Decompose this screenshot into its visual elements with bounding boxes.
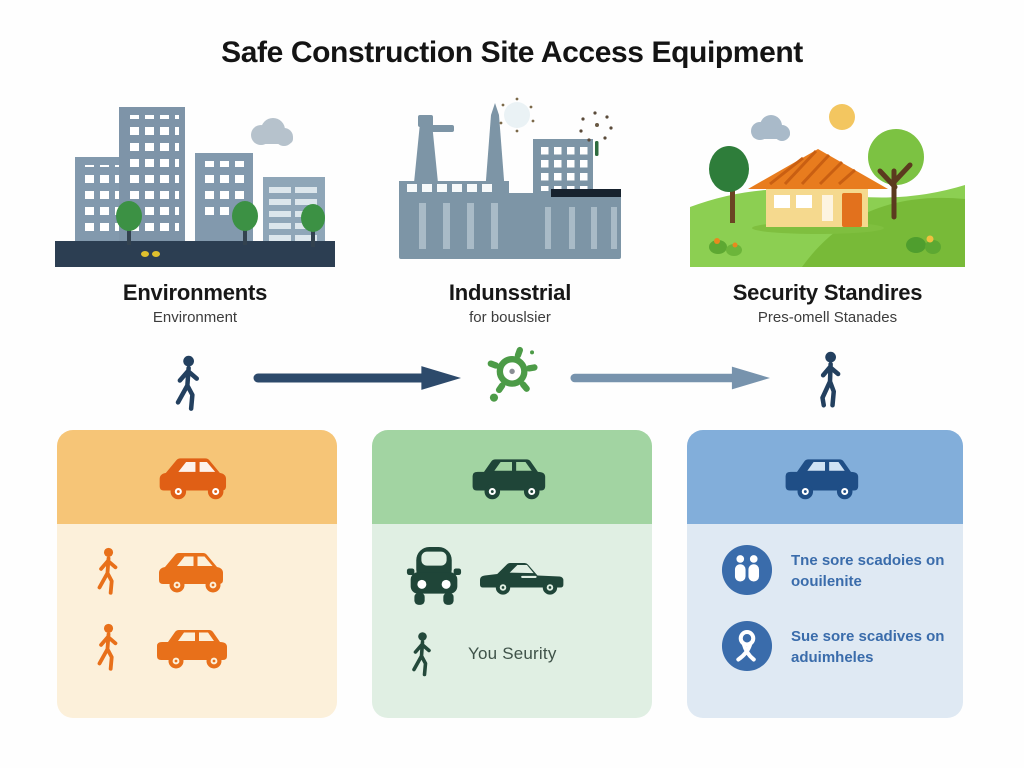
gear-icon (487, 346, 538, 402)
tree-icon (116, 201, 142, 245)
security-note-row: Tne sore scadoies on oouilenite (721, 544, 963, 596)
panel-environments (57, 430, 337, 718)
panel-security-header (687, 430, 963, 524)
tree-icon (301, 204, 325, 247)
panel-industrial-body: You Seurity (372, 524, 652, 718)
house-icon (748, 149, 888, 234)
car-side-icon (785, 459, 859, 500)
crane-arm (431, 125, 454, 132)
panel-industrial-header (372, 430, 652, 524)
panel-security-body: Tne sore scadoies on oouilenite Sue sore… (687, 524, 963, 718)
column-title: Indunsstrial (448, 280, 572, 305)
column-label-environments: Environments Environment (55, 280, 335, 326)
column-subtitle: Environment (152, 309, 238, 326)
column-label-industrial: Indunsstrial for bouslsier (385, 280, 635, 326)
city-skyline-illustration (55, 95, 335, 267)
security-person-row: You Seurity (406, 628, 652, 680)
arrow-right-icon (253, 366, 461, 390)
pedestrian-car-row (91, 544, 337, 598)
column-title: Environments (122, 280, 268, 305)
arrow-right-icon (570, 366, 770, 390)
sun-icon (829, 104, 855, 130)
security-note-row: Sue sore scadives on aduimheles (721, 620, 963, 672)
rural-scene-svg (690, 104, 965, 267)
ribbon-badge-icon (721, 620, 773, 672)
dandelion-icon (579, 111, 613, 156)
column-subtitle: Pres-omell Stanades (757, 309, 898, 326)
car-side-icon (472, 459, 546, 500)
tree-icon (868, 129, 924, 220)
cloud-icon (751, 115, 790, 141)
column-title: Security Standires (732, 280, 923, 305)
security-note-text: Sue sore scadives on aduimheles (791, 628, 945, 666)
tree-icon (232, 201, 258, 245)
door (842, 193, 862, 227)
pedestrian-van-row (91, 620, 337, 674)
countryside-house-illustration (690, 95, 965, 267)
two-people-badge-icon (721, 544, 773, 596)
tree-icon (709, 146, 749, 223)
walking-person-icon (97, 623, 118, 671)
car-side-icon (159, 458, 227, 500)
cloud-icon (251, 118, 293, 146)
panel-environments-header (57, 430, 337, 524)
security-caption: You Seurity (468, 644, 557, 663)
car-side-icon (159, 553, 223, 593)
column-label-security: Security Standires Pres-omell Stanades (690, 280, 965, 326)
walking-person-icon (820, 351, 841, 408)
factory-tower-icon (413, 123, 439, 193)
page-title: Safe Construction Site Access Equipment (221, 36, 803, 69)
sparkle-icon (499, 97, 535, 133)
city-scene-svg (55, 107, 335, 267)
walking-person-icon (97, 547, 118, 595)
grass-hill-dark (802, 197, 965, 267)
panel-environments-body (57, 524, 337, 718)
factory-illustration (385, 95, 635, 267)
walking-person-icon (175, 355, 199, 411)
factory-scene-svg (399, 97, 621, 259)
van-side-icon (157, 630, 227, 669)
factory-base (399, 193, 621, 259)
car-front-icon (406, 547, 462, 605)
panel-industrial: You Seurity (372, 430, 652, 718)
bush-icon (709, 238, 742, 256)
column-subtitle: for bouslsier (469, 309, 551, 326)
process-flow (0, 340, 1024, 440)
security-note-text: Tne sore scadoies on oouilenite (791, 552, 945, 590)
vehicles-row (406, 544, 652, 606)
coupe-side-icon (480, 563, 564, 595)
factory-spire-icon (485, 103, 505, 193)
walking-person-icon (412, 632, 431, 677)
panel-security: Tne sore scadoies on oouilenite Sue sore… (687, 430, 963, 718)
road (55, 241, 335, 267)
bush-icon (906, 235, 941, 254)
